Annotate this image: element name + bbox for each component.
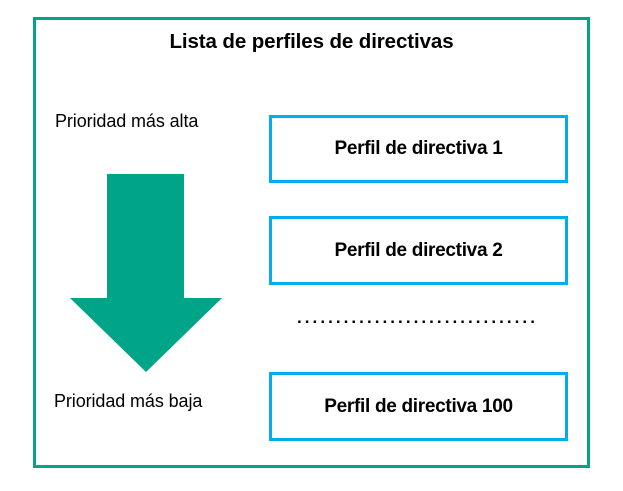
lowest-priority-label: Prioridad más baja	[54, 391, 203, 411]
profile-box-100-label: Perfil de directiva 100	[324, 395, 513, 417]
ellipsis-separator: ........................................	[297, 314, 537, 326]
down-arrow-icon	[68, 172, 226, 374]
profile-box-2[interactable]: Perfil de directiva 2	[269, 216, 568, 285]
profile-box-1-label: Perfil de directiva 1	[334, 138, 503, 159]
page-title: Lista de perfiles de directivas	[169, 30, 454, 53]
profile-box-1[interactable]: Perfil de directiva 1	[269, 115, 568, 183]
profile-box-100[interactable]: Perfil de directiva 100	[269, 372, 568, 441]
profile-box-2-label: Perfil de directiva 2	[334, 239, 503, 261]
highest-priority-label: Prioridad más alta	[55, 111, 199, 131]
